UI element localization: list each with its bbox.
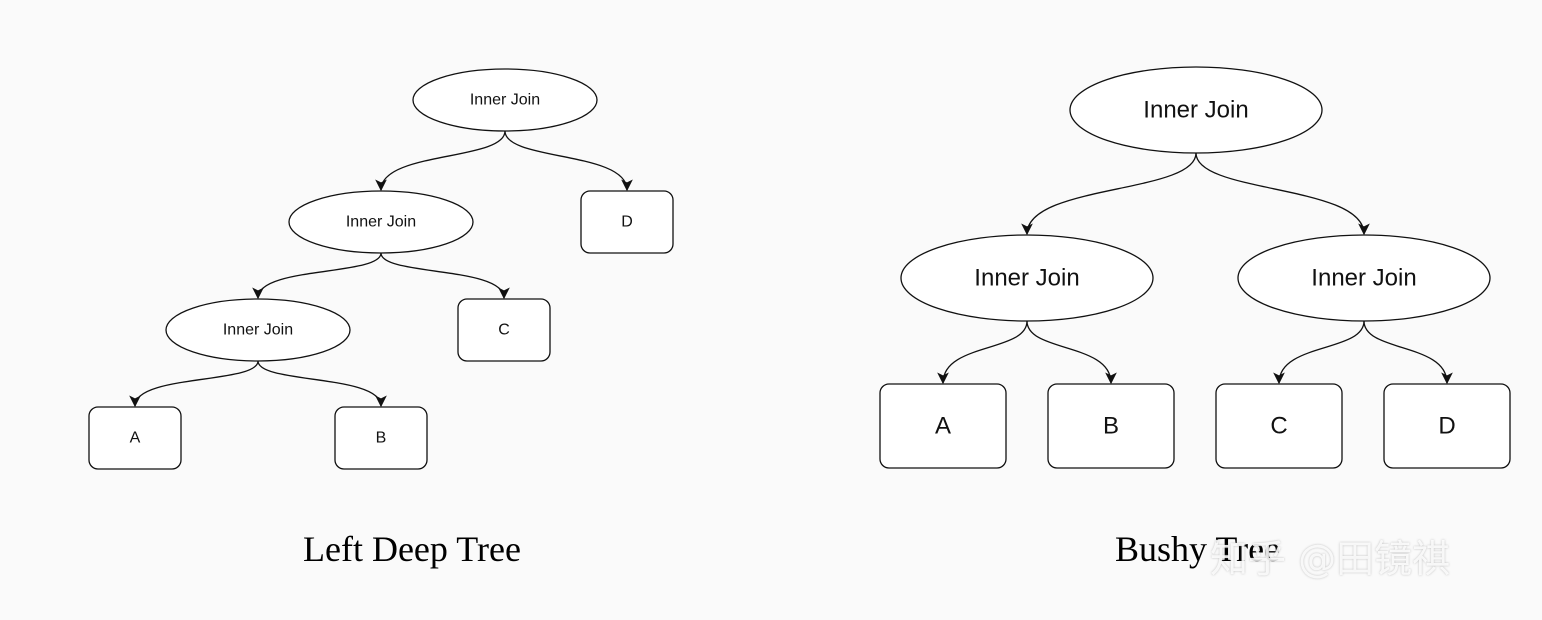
edge-rj3-rd (1363, 320, 1453, 385)
edge-lj3-lb (257, 360, 387, 408)
table-box (334, 406, 428, 470)
node-label: C (1270, 413, 1287, 440)
table-box (1383, 383, 1511, 469)
node-label: A (935, 413, 951, 440)
node-label: Inner Join (346, 214, 416, 231)
table-box (879, 383, 1007, 469)
join-ellipse (1069, 66, 1323, 154)
node-label: C (498, 322, 510, 339)
node-label: Inner Join (974, 265, 1079, 292)
join-node-lj1: Inner Join (412, 68, 598, 132)
join-node-rj1: Inner Join (1069, 66, 1323, 154)
edge-rj3-rc (1273, 320, 1365, 385)
table-node-rd: D (1383, 383, 1511, 469)
join-ellipse (900, 234, 1154, 322)
join-ellipse (165, 298, 351, 362)
table-box (88, 406, 182, 470)
bushy-tree-caption: Bushy Tree (1115, 529, 1281, 569)
node-label: Inner Join (223, 322, 293, 339)
join-node-lj3: Inner Join (165, 298, 351, 362)
edge-lj2-lj3 (252, 252, 382, 300)
table-box (1215, 383, 1343, 469)
node-label: Inner Join (1311, 265, 1416, 292)
edge-rj2-ra (937, 320, 1028, 385)
node-label: B (1103, 413, 1119, 440)
table-box (1047, 383, 1175, 469)
table-box (580, 190, 674, 254)
edge-lj1-lj2 (375, 130, 506, 192)
table-node-lc: C (457, 298, 551, 362)
table-box (457, 298, 551, 362)
node-label: D (1438, 413, 1455, 440)
watermark: 知乎 @田镜祺 (1210, 537, 1451, 581)
edge-lj1-ld (504, 130, 633, 192)
edges-layer (129, 130, 1453, 408)
join-ellipse (412, 68, 598, 132)
node-label: A (130, 430, 141, 447)
edge-rj2-rb (1026, 320, 1117, 385)
node-label: Inner Join (1143, 97, 1248, 124)
node-label: D (621, 214, 633, 231)
table-node-lb: B (334, 406, 428, 470)
node-label: Inner Join (470, 92, 540, 109)
edge-rj1-rj2 (1021, 152, 1197, 236)
edge-lj3-la (129, 360, 259, 408)
table-node-ld: D (580, 190, 674, 254)
left-deep-tree-caption: Left Deep Tree (303, 529, 521, 569)
node-label: B (376, 430, 387, 447)
join-node-lj2: Inner Join (288, 190, 474, 254)
table-node-la: A (88, 406, 182, 470)
join-node-rj2: Inner Join (900, 234, 1154, 322)
join-ellipse (288, 190, 474, 254)
edge-lj2-lc (380, 252, 510, 300)
table-node-rc: C (1215, 383, 1343, 469)
join-node-rj3: Inner Join (1237, 234, 1491, 322)
table-node-ra: A (879, 383, 1007, 469)
edge-rj1-rj3 (1195, 152, 1370, 236)
table-node-rb: B (1047, 383, 1175, 469)
join-ellipse (1237, 234, 1491, 322)
